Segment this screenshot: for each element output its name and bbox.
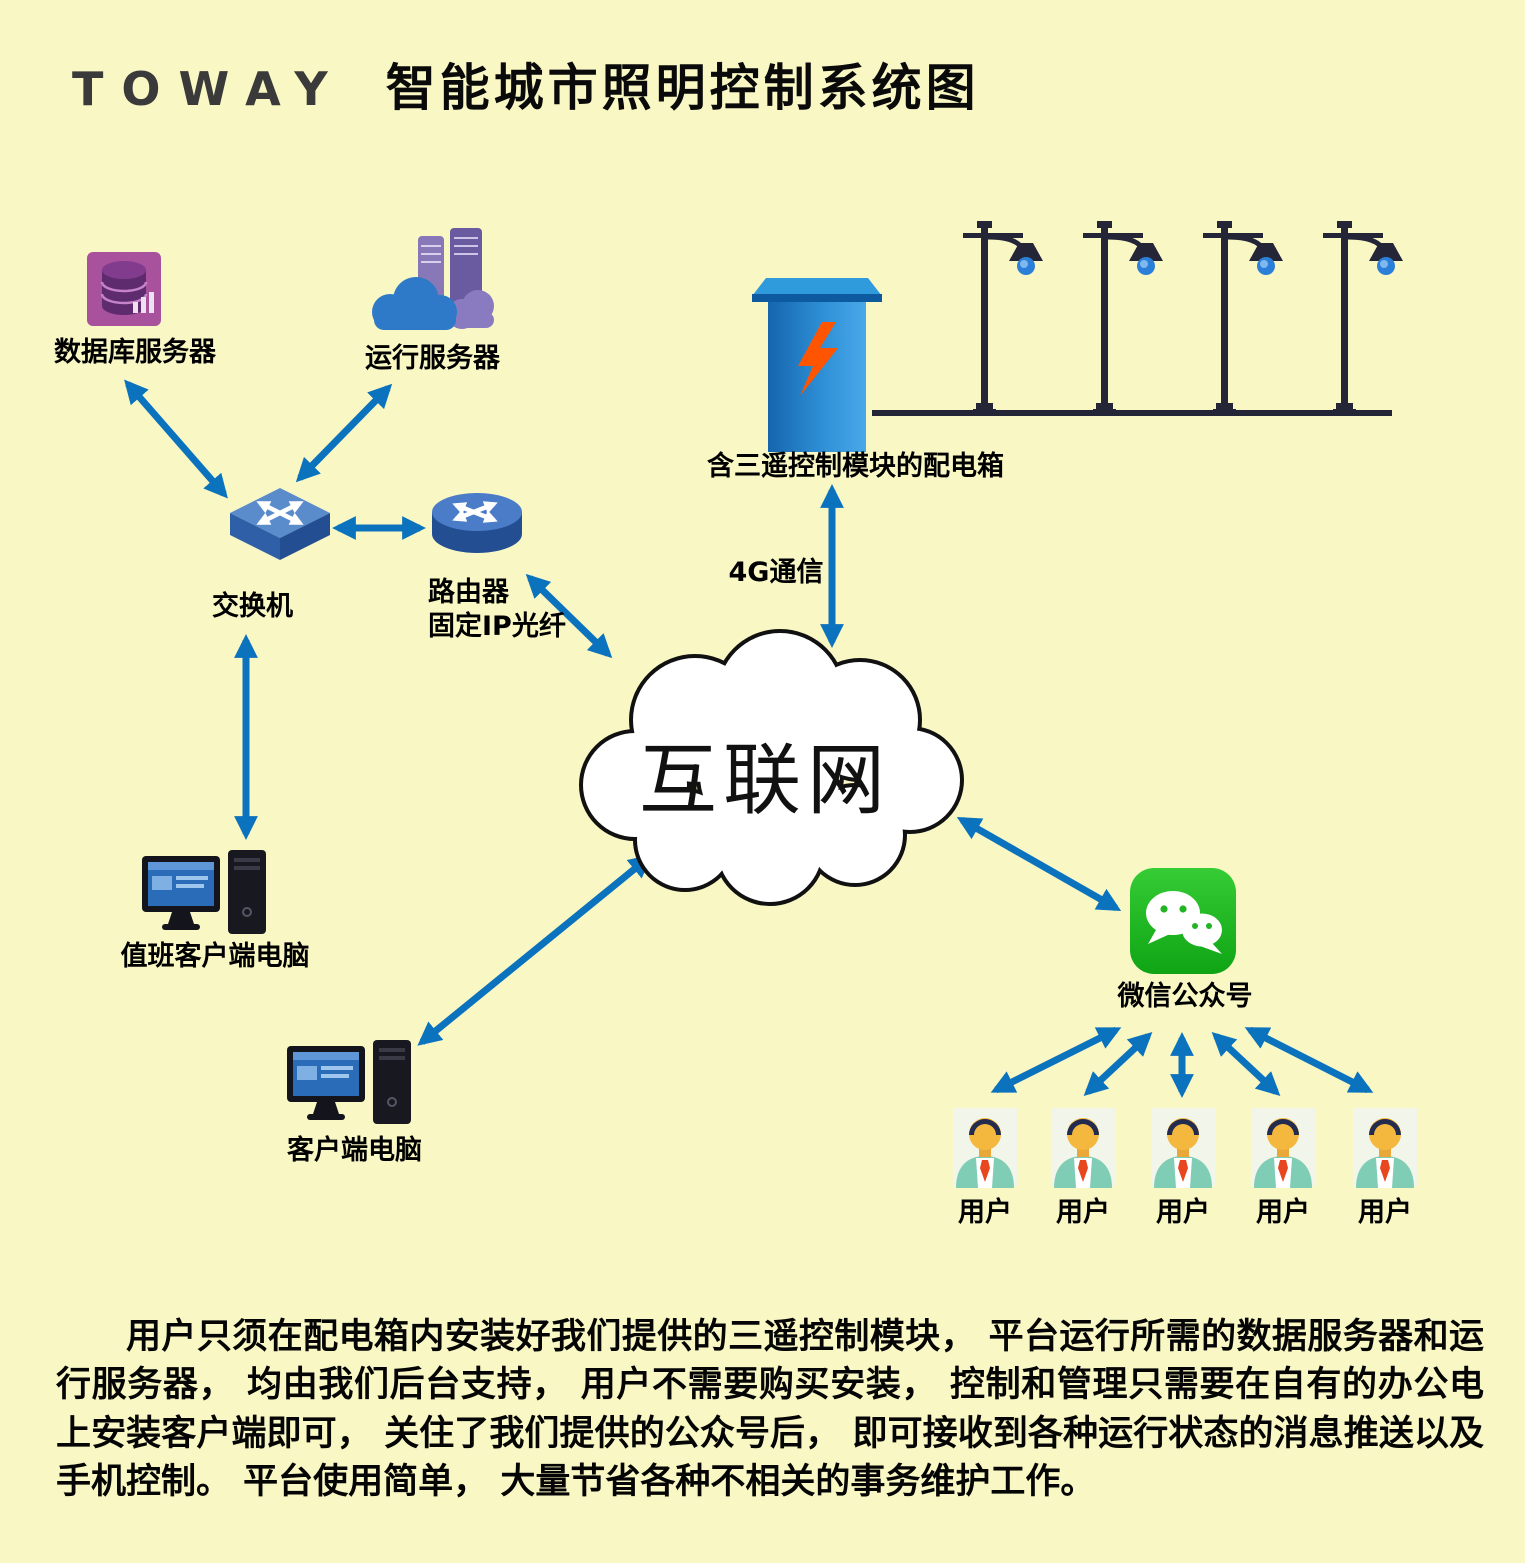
- power-distribution-box-icon: [752, 278, 882, 452]
- user-label: 用户: [1156, 1197, 1210, 1228]
- router-sublabel: 固定IP光纤: [428, 610, 566, 642]
- client-computer-icon: [285, 1040, 415, 1132]
- street-lamp-icon: [1201, 215, 1293, 420]
- switch-label: 交换机: [212, 591, 293, 622]
- 4g-link-label: 4G通信: [728, 557, 824, 588]
- page-title: 智能城市照明控制系统图: [385, 59, 980, 117]
- description-paragraph: 用户只须在配电箱内安装好我们提供的三遥控制模块， 平台运行所需的数据服务器和运行…: [56, 1317, 1484, 1502]
- internet-cloud: [579, 629, 964, 906]
- wechat-icon: [1130, 868, 1236, 974]
- user-avatar-icon: [1250, 1102, 1316, 1188]
- client-label: 客户端电脑: [287, 1135, 422, 1166]
- user-label: 用户: [1358, 1197, 1412, 1228]
- arrow-runserver-switch: [295, 383, 393, 483]
- user-avatar-icon: [1050, 1102, 1116, 1188]
- user-label: 用户: [958, 1197, 1012, 1228]
- arrow-router-cloud: [525, 573, 613, 659]
- user-avatar-icon: [1150, 1102, 1216, 1188]
- user-label: 用户: [1056, 1197, 1110, 1228]
- arrow-cloud-wechat: [956, 816, 1122, 912]
- router-label: 路由器 固定IP光纤: [428, 576, 608, 644]
- page-header: TOWAY 智能城市照明控制系统图: [72, 48, 980, 120]
- street-lamp-icon: [1321, 215, 1413, 420]
- database-server-icon: [87, 252, 161, 326]
- arrow-wechat-user4: [1211, 1031, 1281, 1097]
- arrow-wechat-user2: [1083, 1031, 1153, 1097]
- user-avatar-icon: [952, 1102, 1018, 1188]
- wechat-label: 微信公众号: [1117, 981, 1253, 1012]
- arrow-wechat-user5: [1244, 1026, 1374, 1094]
- network-switch-icon: [230, 488, 330, 560]
- arrow-db-switch: [124, 379, 228, 499]
- run-server-label: 运行服务器: [365, 343, 500, 374]
- duty-client-label: 值班客户端电脑: [120, 941, 310, 972]
- street-lamp-icon: [1081, 215, 1173, 420]
- duty-client-computer-icon: [140, 850, 270, 942]
- brand-logo: TOWAY: [72, 62, 346, 116]
- router-icon: [432, 493, 522, 553]
- router-label-line1: 路由器: [428, 577, 509, 608]
- internet-label: 互联网: [638, 736, 891, 826]
- database-server-label: 数据库服务器: [54, 337, 216, 368]
- user-label: 用户: [1256, 1197, 1310, 1228]
- arrow-cloud-clientpc: [417, 854, 653, 1046]
- run-server-cloud-icon: [372, 228, 494, 330]
- street-lamp-icon: [961, 215, 1053, 420]
- distribution-box-label: 含三遥控制模块的配电箱: [707, 451, 1004, 482]
- user-avatar-icon: [1352, 1102, 1418, 1188]
